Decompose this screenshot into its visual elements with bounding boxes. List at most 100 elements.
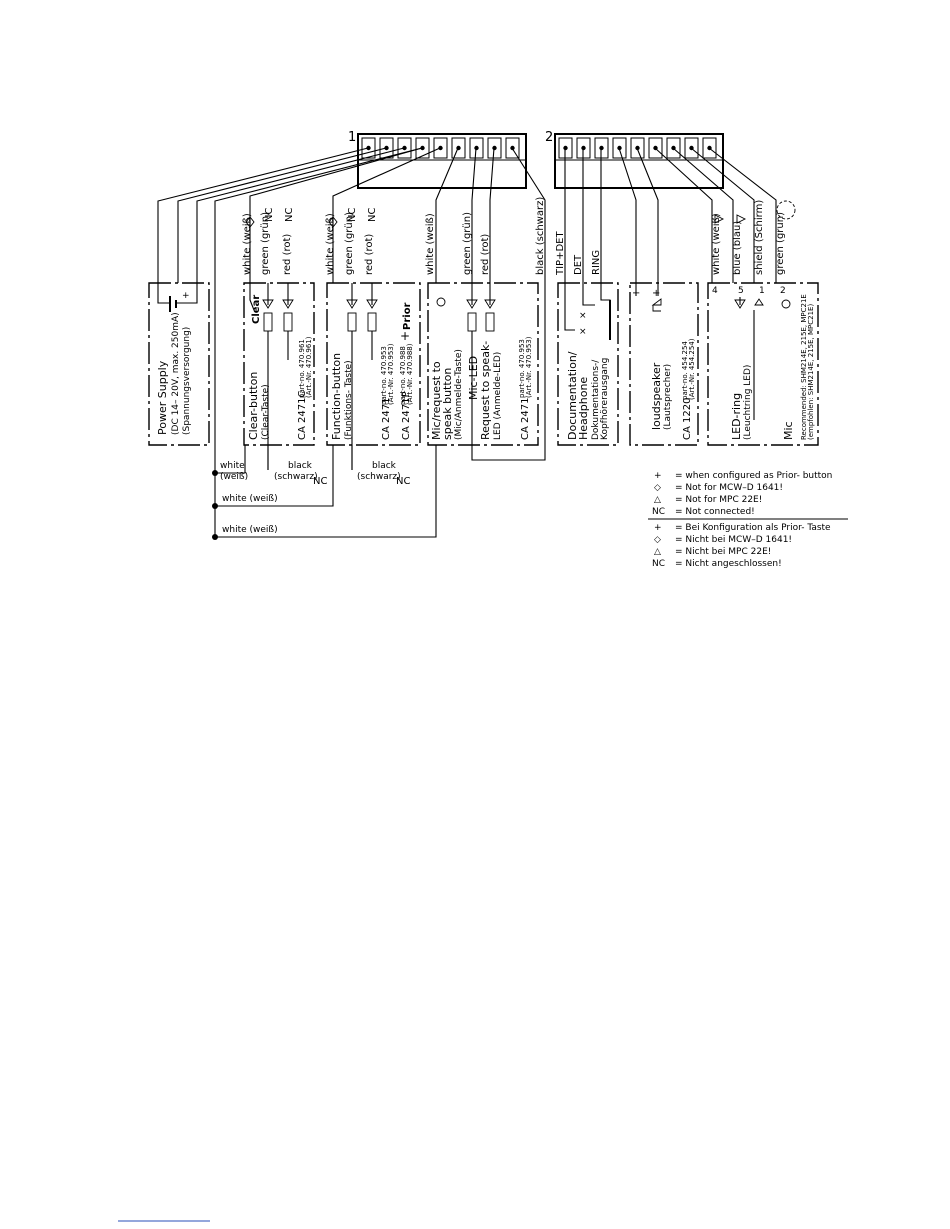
- plus-icon: +: [400, 329, 410, 343]
- module-boxes: [148, 282, 819, 446]
- connector-2-label: 2: [545, 130, 553, 145]
- mic-label: Mic: [782, 421, 795, 440]
- clear-tag: Clear: [251, 295, 262, 324]
- loudspeaker-label: loudspeaker: [650, 362, 663, 430]
- documentation-l4: Kopfhörerausgang: [600, 358, 610, 440]
- diamond-icon: [328, 216, 338, 228]
- function-button-de: (Funktions- Taste): [344, 360, 354, 440]
- bottom-white-row2: white (weiß): [222, 494, 278, 504]
- wire-label-nc-2: NC: [284, 208, 295, 222]
- diamond-icon: [245, 216, 255, 228]
- bottom-bus: white (weiß) black (schwarz) NC black (s…: [212, 283, 437, 540]
- function-ca2: CA 2471P: [401, 392, 412, 440]
- mic-button-l3: (Mic/Anmelde-Taste): [454, 349, 464, 440]
- documentation-l3: Dokumentations-/: [591, 359, 601, 440]
- wire-label-nc-4: NC: [367, 208, 378, 222]
- clear-part: part-no. 470.961: [298, 339, 306, 398]
- power-supply: + Power Supply (DC 14– 20V, max. 250mA) …: [156, 283, 198, 435]
- legend-de-sym-3: NC: [652, 559, 665, 569]
- led-ring-mic: 4 5 1 2 LED-ring (Leuchtring LED) Mic Re…: [712, 286, 815, 440]
- bottom-schwarz-2: (schwarz): [357, 472, 401, 482]
- plus-icon: +: [182, 291, 190, 301]
- wire-label-nc-3: NC: [347, 208, 358, 222]
- wire-label-red-mic: red (rot): [480, 234, 491, 275]
- wire-label-det: DET: [573, 254, 584, 275]
- connector-1-wires: [157, 147, 546, 283]
- legend-en-sym-0: +: [654, 471, 662, 481]
- led-ring-label: LED-ring: [730, 393, 743, 440]
- mic-led-label: Mic-LED: [467, 356, 480, 400]
- mic-button-box: [427, 282, 539, 446]
- legend-de-text-1: = Nicht bei MCW–D 1641!: [675, 535, 792, 545]
- clear-ca: CA 2471C: [297, 391, 308, 440]
- recommended-1: Recommended: SHM214E, 215E, MPC21E: [800, 294, 808, 440]
- power-supply-label: Power Supply: [156, 360, 169, 435]
- mic-part2: (Art.-Nr. 470.953): [525, 336, 533, 398]
- bottom-nc-1: NC: [313, 476, 327, 487]
- loudspeaker-part1: part-no. 454.254: [681, 341, 689, 400]
- legend-de-sym-2: △: [654, 547, 661, 557]
- triangle-icon: [754, 298, 764, 306]
- bottom-black-1: black: [288, 461, 313, 471]
- pin-4: 4: [712, 286, 718, 296]
- mic-button-l2: speak button: [441, 368, 454, 440]
- connector-2: 2: [545, 130, 724, 189]
- connector-1: 1: [348, 130, 527, 189]
- legend-de-text-3: = Nicht angeschlossen!: [675, 559, 782, 569]
- connector-1-terminals: [361, 137, 520, 159]
- documentation-output: × × Documentation/ Headphone Dokumentati…: [564, 283, 611, 440]
- wire-label-tip: TIP+DET: [555, 231, 566, 276]
- pin-2: 2: [780, 286, 786, 296]
- pin-1: 1: [759, 286, 765, 296]
- legend-en-text-0: = when configured as Prior- button: [675, 471, 832, 481]
- function-button-label: Function-button: [330, 353, 343, 440]
- wire-label-white-clear: white (weiß): [242, 213, 253, 275]
- clear-button: Clear-button (Clear-Taste) Clear CA 2471…: [247, 283, 313, 470]
- legend-de-sym-0: +: [654, 523, 662, 533]
- legend-de-text-0: = Bei Konfiguration als Prior- Taste: [675, 523, 831, 533]
- power-supply-de: (Spannungsversorgung): [182, 327, 192, 435]
- legend-en-sym-3: NC: [652, 507, 665, 517]
- legend-en-text-3: = Not connected!: [675, 507, 755, 517]
- wire-label-green-clear: green (grün): [260, 212, 271, 275]
- mic-led-l6: LED (Anmelde-LED): [493, 352, 503, 440]
- wire-label-ring: RING: [591, 250, 602, 275]
- wire-label-green-mic: green (grün): [462, 212, 473, 275]
- mic-led-l5: Request to speak-: [479, 341, 492, 440]
- wire-markers: [245, 214, 747, 228]
- legend-de-sym-1: ◇: [654, 535, 661, 545]
- bottom-black-2: black: [372, 461, 397, 471]
- wire-label-blue: blue (blau): [732, 221, 743, 275]
- bottom-nc-2: NC: [396, 476, 410, 487]
- speaker-icon: [651, 298, 662, 312]
- led-ring-de: (Leuchtring LED): [743, 365, 753, 440]
- clear-button-de: (Clear-Taste): [261, 384, 271, 440]
- loudspeaker: − + loudspeaker (Lautsprecher) CA 1220 p…: [632, 283, 696, 440]
- wire-label-red-function: red (rot): [364, 234, 375, 275]
- clear-button-label: Clear-button: [247, 372, 260, 440]
- connector-1-label: 1: [348, 130, 356, 145]
- legend: + = when configured as Prior- button ◇ =…: [648, 471, 848, 569]
- clear-part-de: (Art.-Nr. 470.961): [305, 336, 313, 398]
- mic-button: Mic/request to speak button (Mic/Anmelde…: [430, 283, 546, 461]
- wire-label-white-mic: white (weiß): [425, 213, 436, 275]
- loudspeaker-de: (Lautsprecher): [663, 364, 673, 430]
- bottom-white-1: white: [220, 461, 245, 471]
- prior-tag: Prior: [402, 302, 413, 330]
- function-button: Function-button (Funktions- Taste) Prior…: [330, 283, 414, 470]
- led-mic-box: [707, 282, 819, 446]
- connector-2-wires: [564, 147, 796, 283]
- wire-label-shield: shield (Schirm): [754, 200, 765, 275]
- minus-icon: −: [632, 288, 640, 299]
- mic-button-l1: Mic/request to: [430, 361, 443, 440]
- documentation-l1: Documentation/: [566, 351, 579, 440]
- wire-label-green-mic2: green (grün): [775, 212, 786, 275]
- mic-icon: [781, 299, 791, 309]
- triangle-icon: [714, 214, 725, 224]
- bottom-schwarz-1: (schwarz): [274, 472, 318, 482]
- x-mark: ×: [579, 311, 587, 321]
- function-ca1: CA 2471: [381, 398, 392, 440]
- function-part1: part-no. 470.953: [380, 346, 388, 405]
